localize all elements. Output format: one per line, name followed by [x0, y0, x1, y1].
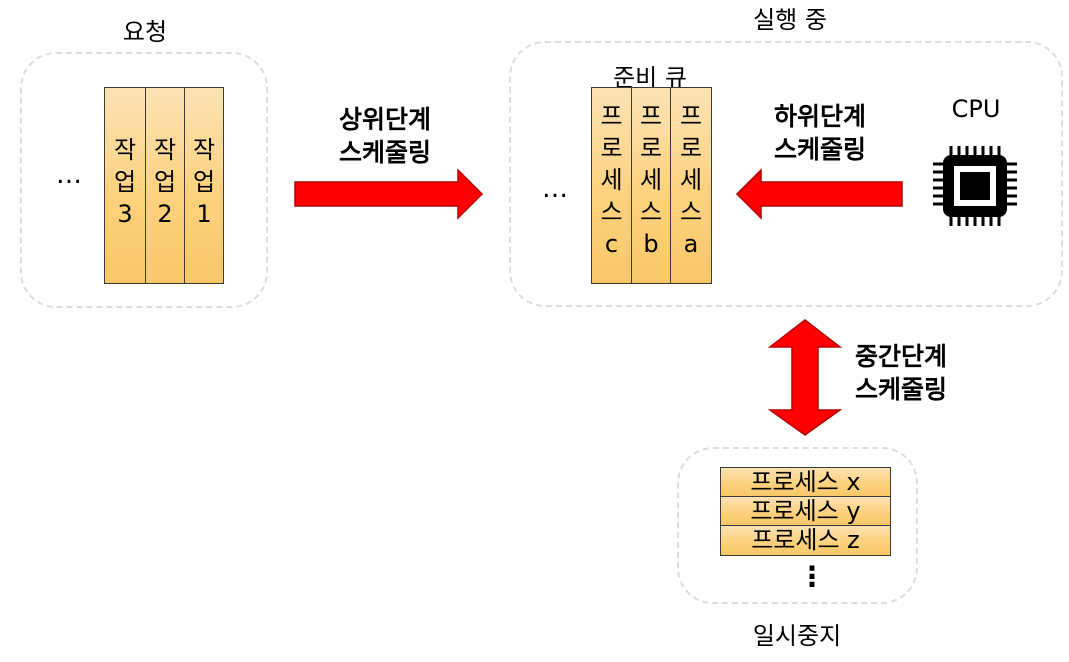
- suspended-vertical-ellipsis: ⋮: [798, 560, 826, 593]
- running-group: [509, 41, 1063, 307]
- request-group: [20, 52, 268, 308]
- suspended-group: [677, 447, 918, 604]
- job-label: 작업3: [113, 136, 137, 228]
- job-cell: 작업3: [104, 87, 146, 284]
- job-label: 작업1: [192, 136, 216, 228]
- job-cell: 작업2: [145, 87, 185, 284]
- short-term-scheduling-label: 하위단계 스케줄링: [773, 102, 866, 164]
- suspended-process-cell: 프로세스 y: [720, 496, 891, 526]
- long-term-scheduling-label: 상위단계 스케줄링: [338, 105, 431, 167]
- cpu-label: CPU: [951, 95, 1001, 123]
- medium-term-scheduling-label: 중간단계 스케줄링: [854, 342, 947, 404]
- ready-process-cell: 프로세스a: [670, 87, 712, 284]
- ready-process-label: 프로세스c: [600, 102, 623, 258]
- suspended-label: 일시중지: [752, 622, 842, 650]
- ready-process-label: 프로세스a: [679, 102, 703, 258]
- job-label: 작업2: [153, 136, 177, 228]
- ready-process-label: 프로세스b: [639, 102, 663, 258]
- ready-process-cell: 프로세스c: [591, 87, 632, 284]
- medium-term-arrow: [767, 319, 843, 436]
- request-label: 요청: [122, 18, 168, 46]
- short-term-arrow: [735, 168, 903, 220]
- ready-queue-ellipsis: …: [542, 174, 568, 204]
- running-label: 실행 중: [753, 6, 827, 34]
- ready-process-cell: 프로세스b: [631, 87, 671, 284]
- suspended-process-cell: 프로세스 z: [720, 525, 891, 556]
- job-cell: 작업1: [184, 87, 224, 284]
- cpu-chip-icon: [933, 146, 1017, 226]
- job-queue-ellipsis: …: [56, 160, 82, 190]
- long-term-arrow: [294, 168, 484, 220]
